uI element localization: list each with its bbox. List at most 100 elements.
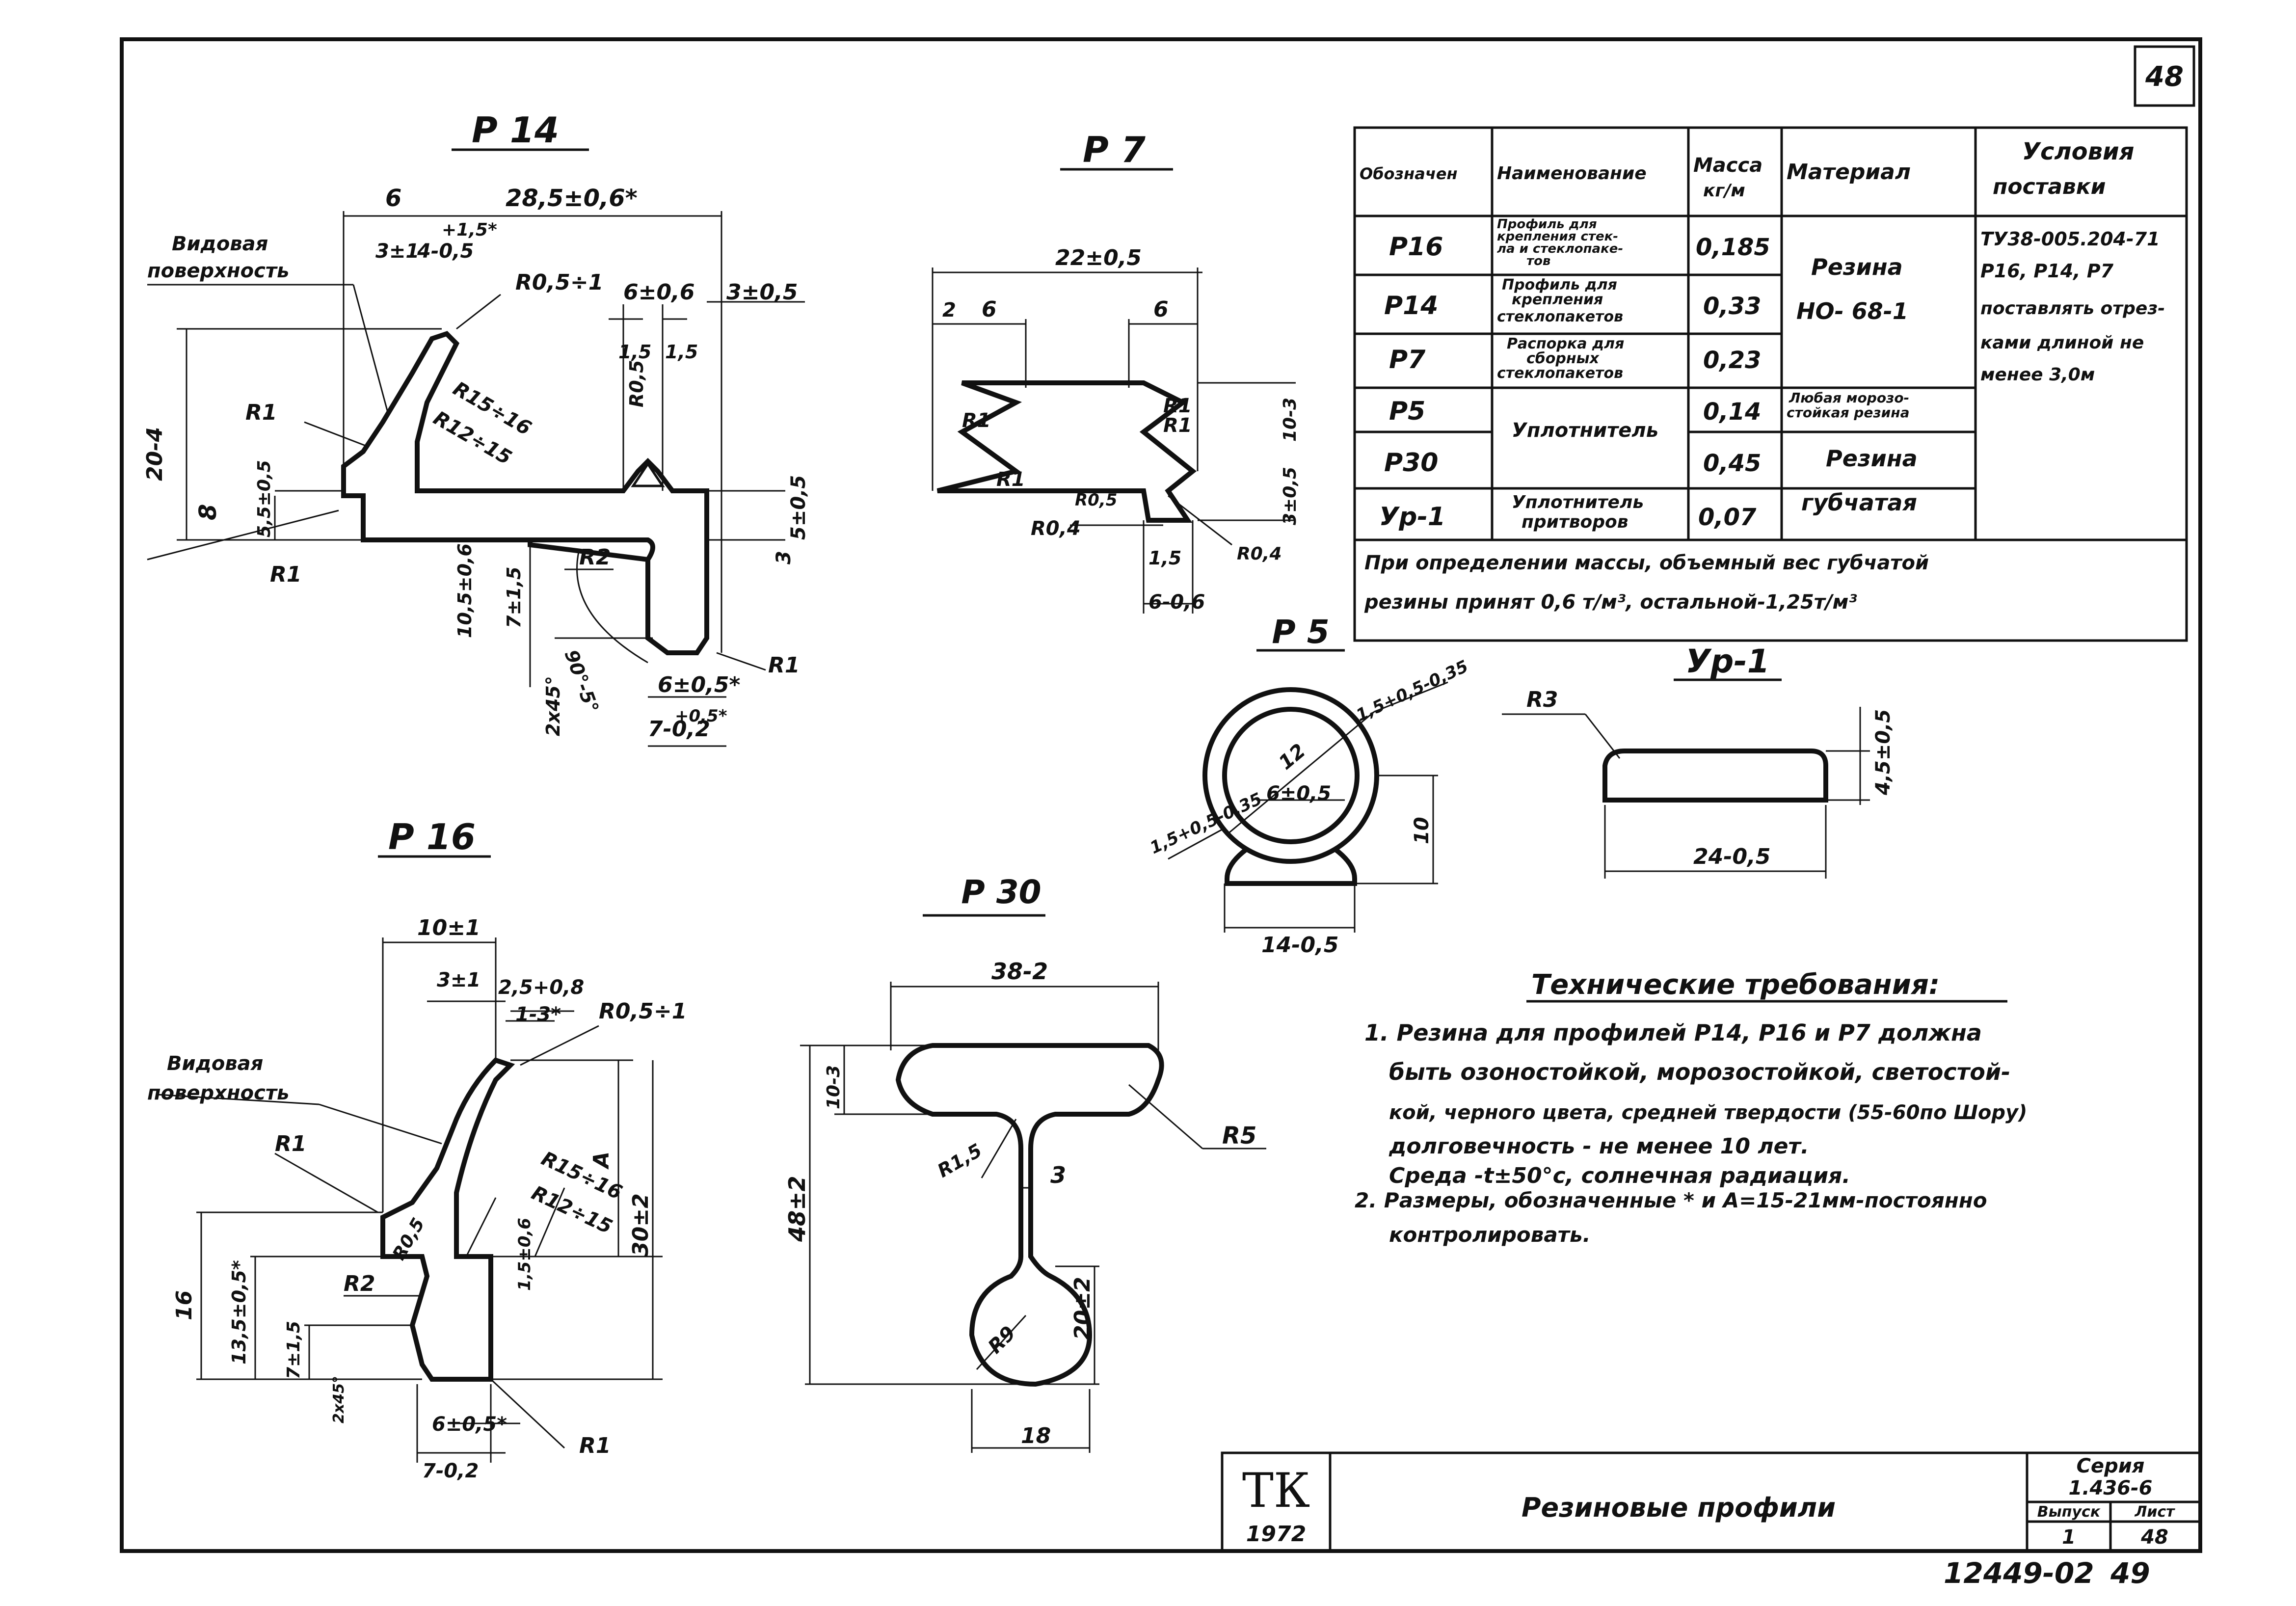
svg-text:7-0,2: 7-0,2 [422, 1460, 479, 1482]
svg-text:7±1,5: 7±1,5 [284, 1321, 304, 1379]
table-row-code: Р30 [1384, 448, 1438, 478]
title-name: Резиновые профили [1522, 1492, 1836, 1523]
svg-text:7-0,2: 7-0,2 [648, 717, 710, 742]
table-header-material: Материал [1787, 160, 1911, 185]
svg-text:3±1: 3±1 [437, 969, 481, 991]
svg-text:Распорка для: Распорка для [1507, 335, 1624, 352]
svg-text:менее 3,0м: менее 3,0м [1980, 365, 2095, 385]
svg-text:стеклопакетов: стеклопакетов [1497, 308, 1623, 325]
svg-text:0,14: 0,14 [1703, 398, 1761, 426]
svg-text:R1: R1 [245, 400, 277, 425]
svg-text:НО- 68-1: НО- 68-1 [1796, 298, 1908, 324]
svg-text:6-0,6: 6-0,6 [1148, 591, 1205, 614]
svg-text:поверхность: поверхность [147, 1082, 289, 1104]
svg-text:0,33: 0,33 [1703, 293, 1761, 320]
svg-text:1,5: 1,5 [665, 341, 698, 363]
archive-page: 49 [2110, 1556, 2150, 1590]
svg-text:R1: R1 [962, 409, 991, 432]
svg-text:Любая морозо-: Любая морозо- [1789, 390, 1909, 406]
table-header-conditions: Условия [2022, 138, 2134, 165]
svg-text:20-4: 20-4 [142, 427, 167, 481]
yp1-title: Ур-1 [1685, 642, 1769, 680]
svg-text:R1: R1 [579, 1433, 611, 1458]
svg-text:16: 16 [172, 1290, 197, 1320]
svg-text:крепления: крепления [1512, 291, 1603, 308]
svg-text:R0,5: R0,5 [1075, 490, 1117, 510]
view-p14: Р 14 Видовая поверхнос [142, 109, 810, 747]
table-note: При определении массы, объемный вес губч… [1364, 552, 1929, 574]
svg-text:R2: R2 [344, 1271, 375, 1296]
svg-text:6: 6 [982, 297, 997, 322]
yp1-profile [1602, 749, 1828, 803]
svg-text:R2: R2 [579, 545, 611, 570]
svg-text:A: A [589, 1151, 614, 1170]
svg-text:R1: R1 [275, 1131, 307, 1156]
svg-text:48: 48 [2140, 1526, 2168, 1549]
svg-text:Серия: Серия [2077, 1455, 2145, 1477]
svg-text:R1: R1 [1163, 395, 1192, 417]
svg-text:3: 3 [1050, 1162, 1066, 1188]
svg-text:R0,4: R0,4 [1237, 544, 1282, 564]
p30-profile [895, 1043, 1164, 1387]
svg-text:поставки: поставки [1993, 174, 2106, 199]
svg-text:R1: R1 [1163, 414, 1192, 437]
svg-text:долговечность - не менее 10 ле: долговечность - не менее 10 лет. [1388, 1134, 1809, 1159]
svg-text:10,5±0,6: 10,5±0,6 [454, 543, 476, 638]
svg-text:30±2: 30±2 [628, 1193, 653, 1257]
svg-text:0,185: 0,185 [1696, 234, 1770, 261]
title-year: 1972 [1246, 1522, 1306, 1547]
svg-text:Лист: Лист [2134, 1503, 2175, 1521]
svg-text:8: 8 [194, 504, 222, 520]
svg-text:кг/м: кг/м [1703, 181, 1745, 201]
svg-text:R1,5: R1,5 [934, 1139, 986, 1181]
svg-text:1: 1 [2062, 1526, 2076, 1549]
svg-text:R0,4: R0,4 [1031, 517, 1081, 540]
svg-text:контролировать.: контролировать. [1389, 1223, 1591, 1247]
svg-text:18: 18 [1021, 1423, 1051, 1448]
p30-title: Р 30 [961, 873, 1041, 911]
svg-text:губчатая: губчатая [1801, 489, 1917, 516]
svg-text:тов: тов [1526, 254, 1550, 268]
svg-text:R1: R1 [270, 562, 302, 587]
svg-text:поставлять отрез-: поставлять отрез- [1980, 298, 2165, 319]
table-row-code: Р16 [1389, 232, 1443, 262]
svg-text:6±0,5*: 6±0,5* [432, 1413, 507, 1436]
svg-text:6±0,5: 6±0,5 [1266, 782, 1331, 805]
svg-text:кой, черного цвета, средней тв: кой, черного цвета, средней твердости (5… [1389, 1101, 2027, 1124]
p16-visible-surface: Видовая [167, 1052, 263, 1075]
svg-text:Профиль для: Профиль для [1497, 217, 1597, 232]
svg-text:1.436-6: 1.436-6 [2069, 1477, 2153, 1499]
svg-text:1,5: 1,5 [1148, 547, 1181, 569]
table-header-name: Наименование [1497, 163, 1647, 184]
svg-text:Резина: Резина [1826, 445, 1918, 472]
svg-text:0,45: 0,45 [1703, 450, 1761, 477]
table-row-code: Р14 [1384, 291, 1438, 321]
table-row-code: Р5 [1389, 397, 1425, 426]
svg-text:38-2: 38-2 [991, 958, 1048, 985]
svg-text:6: 6 [1153, 297, 1169, 322]
view-p7: Р 7 22±0,5 6 6 2 R1 R1 R1 R1 R0,5 R0,4 1… [932, 129, 1300, 614]
svg-text:крепления стек-: крепления стек- [1497, 229, 1618, 244]
svg-text:ками длиной не: ками длиной не [1980, 333, 2144, 353]
svg-text:стеклопакетов: стеклопакетов [1497, 365, 1623, 382]
view-yp1: Ур-1 R3 4,5±0,5 24-0,5 [1502, 642, 1895, 879]
svg-text:1. Резина для профилей Р14, Р1: 1. Резина для профилей Р14, Р16 и Р7 дол… [1364, 1019, 1982, 1046]
svg-text:резины принят 0,6 т/м³, осталь: резины принят 0,6 т/м³, остальной-1,25т/… [1364, 591, 1857, 614]
table-header-mass: Масса [1693, 154, 1762, 177]
svg-text:6: 6 [385, 185, 401, 212]
svg-text:10±1: 10±1 [417, 915, 481, 940]
view-p16: Р 16 10±1 3±1 2,5+0,8 1- [147, 816, 687, 1482]
p7-profile [936, 380, 1197, 523]
svg-text:притворов: притворов [1522, 512, 1629, 532]
svg-text:90°-5°: 90°-5° [561, 647, 603, 716]
table-row-code: Р7 [1389, 345, 1426, 375]
tech-requirements-title: Технические требования: [1531, 969, 1940, 1001]
svg-text:ТУ38-005.204-71: ТУ38-005.204-71 [1980, 228, 2160, 250]
svg-text:Уплотнитель: Уплотнитель [1512, 492, 1644, 512]
p16-profile [380, 1057, 515, 1382]
svg-text:R0,5: R0,5 [626, 360, 647, 407]
title-block: ТК 1972 Резиновые профили Серия 1.436-6 … [1221, 1451, 2202, 1552]
p7-title: Р 7 [1083, 129, 1146, 170]
svg-text:3±1: 3±1 [375, 240, 419, 263]
svg-text:7±1,5: 7±1,5 [503, 566, 525, 628]
